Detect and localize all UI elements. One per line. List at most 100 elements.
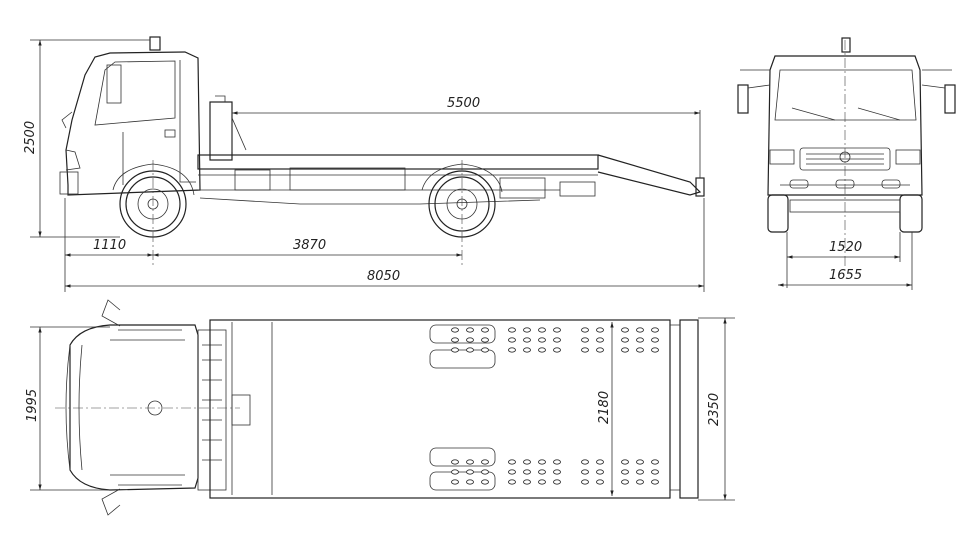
tie-down-hole [553,469,561,475]
tie-down-hole [508,459,516,465]
tie-down-hole [636,469,644,475]
tie-down-hole [481,347,489,353]
tie-down-hole [581,479,589,485]
dim-overall-height: 2500 [23,39,150,238]
tie-down-hole [651,469,659,475]
cab-side [59,36,201,196]
tie-down-hole [596,327,604,333]
dim-deck-overall-width: 2350 [698,317,735,501]
tie-down-hole [523,459,531,465]
tie-down-hole [508,337,516,343]
tie-down-hole [621,327,629,333]
front-view: 1520 1655 [737,37,956,290]
tie-down-hole [596,347,604,353]
tie-down-hole [481,459,489,465]
tie-down-hole [596,337,604,343]
tie-down-hole [451,327,459,333]
tie-down-hole [636,327,644,333]
tie-down-hole [523,469,531,475]
dim-label-overall-height: 2500 [23,121,38,154]
tie-down-hole [451,347,459,353]
tie-down-hole [538,479,546,485]
tie-down-hole [508,479,516,485]
tie-down-hole [481,469,489,475]
deck-top [209,319,699,499]
tie-down-hole [553,347,561,353]
tie-down-hole [636,337,644,343]
tie-down-hole [553,459,561,465]
dim-label-deck-inner-width: 2180 [597,391,612,424]
deck-tie-down-holes [451,327,659,485]
dim-label-track-width: 1520 [829,240,862,255]
tie-down-hole [538,337,546,343]
tie-down-hole [553,337,561,343]
dim-label-deck-overall-width: 2350 [707,393,722,426]
top-view: 1995 2180 2350 [25,299,735,516]
tie-down-hole [466,469,474,475]
tie-down-hole [466,327,474,333]
dim-cab-width: 1995 [25,326,110,491]
tie-down-hole [508,469,516,475]
tie-down-hole [508,347,516,353]
dim-label-overall-width-front: 1655 [829,268,862,283]
tie-down-hole [466,337,474,343]
tie-down-hole [621,469,629,475]
side-view: 2500 5500 1110 3870 8050 [23,36,705,292]
tie-down-hole [621,479,629,485]
tie-down-hole [481,337,489,343]
dim-label-overall-length: 8050 [367,269,400,284]
dim-label-cab-width: 1995 [25,389,40,422]
tie-down-hole [581,347,589,353]
tie-down-hole [581,327,589,333]
tie-down-hole [596,469,604,475]
tie-down-hole [553,327,561,333]
tie-down-hole [553,479,561,485]
tie-down-hole [636,459,644,465]
tie-down-hole [523,347,531,353]
tie-down-hole [636,347,644,353]
dim-label-deck-length: 5500 [447,96,480,111]
tie-down-hole [581,469,589,475]
tie-down-hole [636,479,644,485]
tie-down-hole [451,479,459,485]
tie-down-hole [651,459,659,465]
tie-down-hole [581,459,589,465]
dim-label-front-overhang: 1110 [93,238,126,253]
cab-top [55,299,240,516]
tie-down-hole [651,327,659,333]
tie-down-hole [651,337,659,343]
tie-down-hole [523,337,531,343]
front-wheel [112,163,195,238]
tie-down-hole [508,327,516,333]
dim-deck-length: 5500 [231,96,701,178]
tie-down-hole [538,347,546,353]
tie-down-hole [523,327,531,333]
dim-wheelbase-row: 1110 3870 [64,198,705,292]
tie-down-hole [651,347,659,353]
tie-down-hole [523,479,531,485]
dim-track-width: 1520 [786,232,901,288]
tie-down-hole [581,337,589,343]
tie-down-hole [538,459,546,465]
tie-down-hole [481,479,489,485]
tie-down-hole [451,469,459,475]
tie-down-hole [451,337,459,343]
deck-side [197,95,705,205]
dim-label-wheelbase: 3870 [293,238,326,253]
tie-down-hole [481,327,489,333]
tie-down-hole [596,479,604,485]
tie-down-hole [621,347,629,353]
tie-down-hole [538,327,546,333]
tie-down-hole [621,337,629,343]
dim-overall-width-front: 1655 [778,232,913,290]
dim-deck-inner-width: 2180 [597,322,614,496]
tie-down-hole [621,459,629,465]
tie-down-hole [451,459,459,465]
tie-down-hole [466,347,474,353]
tie-down-hole [538,469,546,475]
tie-down-hole [466,479,474,485]
dim-overall-length: 8050 [65,269,704,288]
tie-down-hole [596,459,604,465]
tie-down-hole [651,479,659,485]
